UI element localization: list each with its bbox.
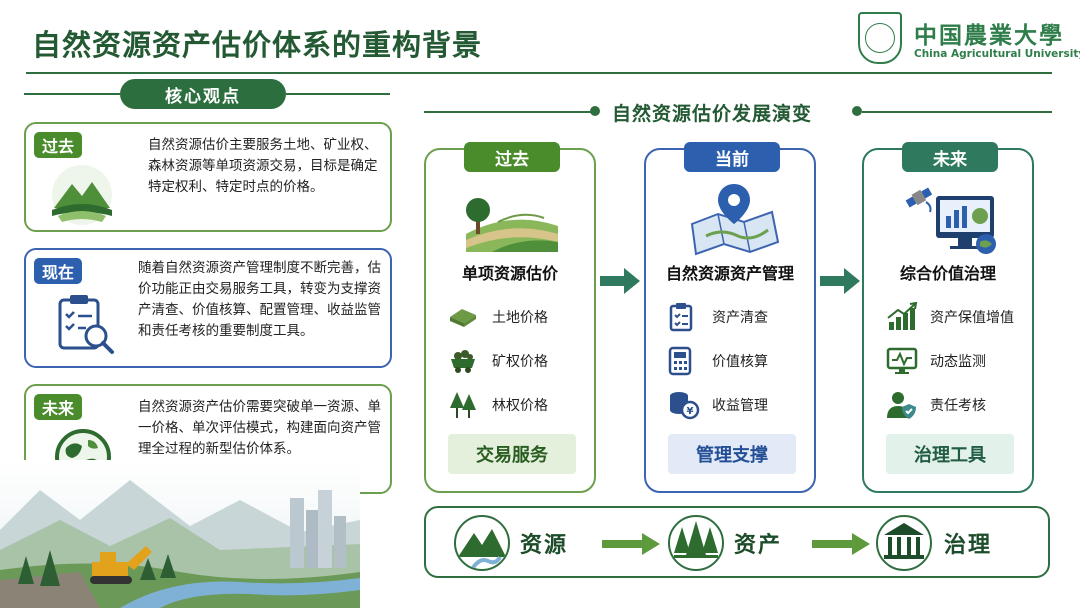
stage-item-asset-preservation: 资产保值增值: [886, 302, 1026, 332]
monitor-pulse-icon: [886, 347, 918, 374]
view-text-now: 随着自然资源资产管理制度不断完善，估价功能正由交易服务工具，转变为支撑资产清查、…: [138, 260, 381, 339]
forest-icon: [450, 392, 476, 418]
stage-bottom-future: 治理工具: [886, 434, 1014, 474]
flow-arrow-icon: [812, 533, 870, 555]
stage-card-past: 过去 单项资源估价 土地价格 矿权价格 林权价格 交易服务: [424, 142, 596, 493]
stage-head-past: 单项资源估价: [461, 264, 558, 283]
evolution-dot-left: [590, 106, 600, 116]
page-title: 自然资源资产估价体系的重构背景: [32, 28, 483, 62]
government-building-icon: [884, 523, 924, 559]
stage-bottom-current: 管理支撑: [668, 434, 796, 474]
excavator-icon: [90, 546, 152, 584]
map-pin-icon: [690, 184, 780, 256]
view-card-now: 现在 随着自然资源资产管理制度不断完善，估价功能正由交易服务工具，转变为支撑资产…: [24, 248, 392, 368]
stage-tag-future: 未来: [902, 142, 998, 172]
flow-arrow-icon: [602, 533, 660, 555]
evolution-title: 自然资源估价发展演变: [612, 103, 813, 125]
mountain-river-icon: [458, 529, 506, 569]
clipboard-search-icon: [58, 295, 114, 354]
checklist-icon: [669, 303, 693, 332]
stage-item-label: 责任考核: [930, 398, 986, 414]
asset-circle: [668, 515, 724, 571]
resource-circle: [454, 515, 510, 571]
view-text-future: 自然资源资产估价需要突破单一资源、单一价格、单次评估模式，构建面向资产管理全过程…: [138, 399, 381, 457]
satellite-dashboard-icon: [905, 187, 996, 254]
governance-circle: [876, 515, 932, 571]
evolution-dot-right: [852, 106, 862, 116]
coin-stack-icon: ¥: [670, 392, 700, 420]
transformation-flow: 资源 资产 治理: [424, 506, 1050, 578]
stage-card-future: 未来 综合价值治理 资产保值增值 动态监测 责任考核 治理工具: [862, 142, 1034, 493]
stage-item-label: 矿权价格: [492, 354, 548, 370]
stage-card-current: 当前 自然资源资产管理 资产清查 价值核算 ¥ 收益管理 管理支撑: [644, 142, 816, 493]
view-text-past: 自然资源估价主要服务土地、矿业权、森林资源等单项资源交易，目标是确定特定权利、特…: [148, 137, 378, 195]
stage-head-current: 自然资源资产管理: [665, 264, 794, 283]
core-divider-left: [24, 93, 120, 95]
growth-chart-icon: [887, 302, 918, 330]
core-divider-right: [286, 93, 390, 95]
svg-text:¥: ¥: [687, 406, 694, 417]
stage-item-label: 价值核算: [712, 354, 768, 370]
stage-item-value-accounting: 价值核算: [668, 346, 808, 376]
evolution-divider-left: [424, 111, 592, 113]
stage-item-label: 资产清查: [712, 310, 768, 326]
view-card-past: 过去 自然资源估价主要服务土地、矿业权、森林资源等单项资源交易，目标是确定特定权…: [24, 122, 392, 232]
stage-item-accountability: 责任考核: [886, 390, 1026, 420]
landscape-illustration: [0, 460, 360, 608]
university-logo: 中国農業大學 China Agricultural University: [858, 12, 1080, 68]
flow-label-resource: 资源: [520, 533, 569, 558]
stage-item-label: 收益管理: [712, 398, 768, 414]
stage-item-land-price: 土地价格: [448, 302, 588, 332]
stage-item-dynamic-monitoring: 动态监测: [886, 346, 1026, 376]
logo-chinese-name: 中国農業大學: [914, 22, 1064, 49]
evolution-divider-right: [862, 111, 1052, 113]
stage-item-forest-price: 林权价格: [448, 390, 588, 420]
stage-tag-past: 过去: [464, 142, 560, 172]
mountain-icon: [52, 165, 112, 225]
arrow-right-icon: [820, 268, 860, 294]
land-parcel-icon: [450, 309, 476, 327]
stage-item-label: 土地价格: [492, 310, 548, 326]
stage-head-future: 综合价值治理: [899, 264, 996, 283]
stage-item-asset-inventory: 资产清查: [668, 302, 808, 332]
farmland-icon: [466, 198, 558, 252]
flow-label-governance: 治理: [944, 533, 993, 558]
logo-english-name: China Agricultural University: [914, 48, 1080, 60]
mine-cart-icon: [451, 350, 475, 373]
view-tag-future: 未来: [34, 394, 83, 420]
flow-label-asset: 资产: [734, 533, 783, 558]
stage-tag-current: 当前: [684, 142, 780, 172]
stage-item-label: 资产保值增值: [930, 310, 1014, 326]
stage-item-revenue-management: ¥ 收益管理: [668, 390, 808, 420]
stage-item-mining-price: 矿权价格: [448, 346, 588, 376]
user-shield-icon: [887, 392, 916, 419]
stage-item-label: 动态监测: [930, 354, 986, 370]
view-tag-past: 过去: [34, 132, 83, 158]
view-tag-now: 现在: [34, 258, 83, 284]
calculator-icon: [668, 346, 692, 376]
university-seal-icon: [858, 12, 902, 64]
core-view-heading: 核心观点: [120, 79, 286, 109]
stage-item-label: 林权价格: [492, 398, 548, 414]
stage-bottom-past: 交易服务: [448, 434, 576, 474]
trees-icon: [674, 521, 718, 558]
arrow-right-icon: [600, 268, 640, 294]
title-divider: [26, 72, 1052, 74]
